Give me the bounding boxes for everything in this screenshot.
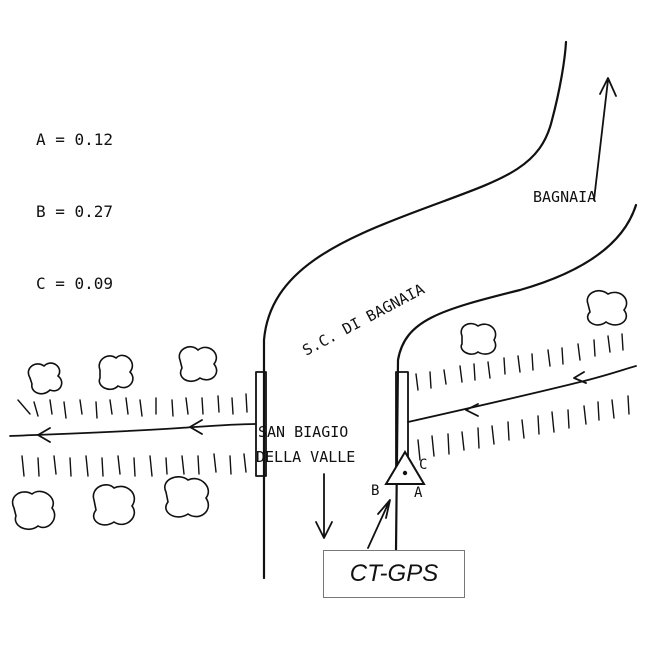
village-label-line2: DELLA VALLE xyxy=(256,448,355,466)
road-right-edge xyxy=(394,203,638,552)
place-label-bagnaia: BAGNAIA xyxy=(533,188,596,206)
station-center-dot xyxy=(402,470,408,476)
station-point-a: A xyxy=(414,485,423,501)
river-bank-bottom xyxy=(21,395,630,477)
station-label: CT-GPS xyxy=(349,560,439,587)
river-flow-right xyxy=(407,365,637,423)
station-label-box: CT-GPS xyxy=(323,550,465,598)
station-point-c: C xyxy=(419,457,427,473)
river-flow-left xyxy=(9,423,257,437)
arrow-down xyxy=(315,473,333,539)
tree-icon xyxy=(11,490,56,531)
tree-icon xyxy=(92,484,136,526)
tree-icon xyxy=(98,354,134,391)
road-left-edge xyxy=(262,40,568,580)
tree-icon xyxy=(586,289,628,326)
tree-icon xyxy=(164,476,210,518)
flow-arrow-left-2 xyxy=(189,419,203,435)
flow-arrow-left-1 xyxy=(37,427,51,443)
legend-row-a: A = 0.12 xyxy=(36,130,114,149)
road-label: S.C. DI BAGNAIA xyxy=(299,280,427,359)
flow-arrow-right-1 xyxy=(465,403,479,417)
arrow-to-bagnaia xyxy=(593,77,617,201)
station-point-b: B xyxy=(371,483,379,499)
tree-icon xyxy=(178,345,218,383)
arrow-to-station xyxy=(367,499,391,549)
error-legend: A = 0.12 B = 0.27 C = 0.09 xyxy=(36,80,113,320)
tree-icon xyxy=(460,322,497,355)
legend-row-b: B = 0.27 xyxy=(36,202,114,221)
flow-arrow-right-2 xyxy=(573,371,587,384)
river-bank-top xyxy=(17,333,624,419)
station-marker xyxy=(384,450,426,485)
tree-icon xyxy=(27,362,63,395)
village-label-line1: SAN BIAGIO xyxy=(258,423,348,441)
legend-row-c: C = 0.09 xyxy=(36,274,114,293)
